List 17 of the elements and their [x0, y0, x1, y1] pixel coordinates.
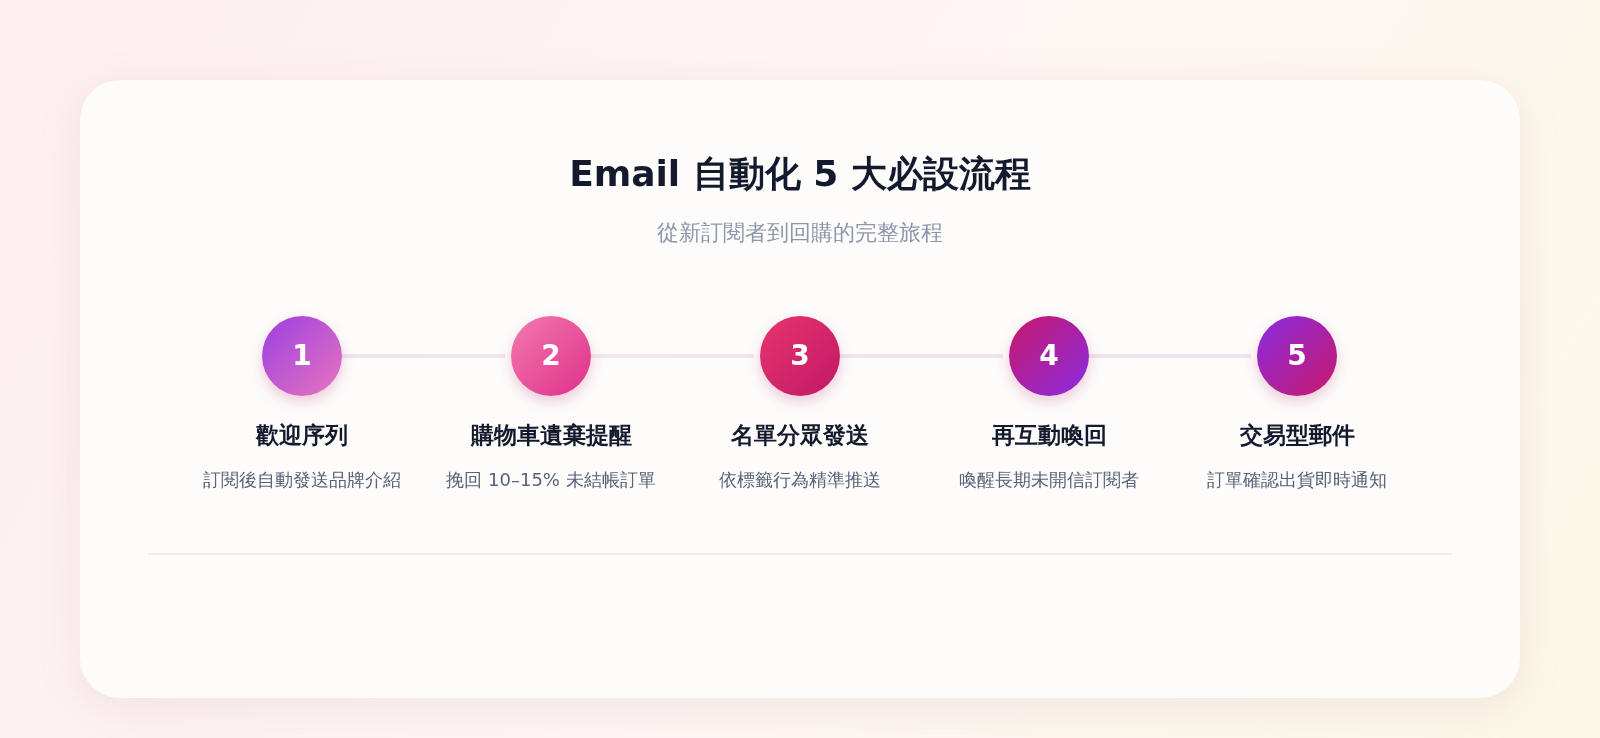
- step-number: 2: [540, 338, 562, 374]
- step-description: 訂閱後自動發送品牌介紹: [202, 468, 402, 492]
- step-description: 依標籤行為精準推送: [718, 468, 882, 492]
- step-heading: 再互動喚回: [990, 421, 1108, 450]
- step-description: 喚醒長期未開信訂閱者: [958, 468, 1140, 492]
- step-number: 3: [789, 338, 811, 374]
- title: Email 自動化 5 大必設流程: [568, 152, 1032, 196]
- subtitle: 從新訂閱者到回購的完整旅程: [656, 219, 944, 247]
- step-number: 1: [291, 338, 313, 374]
- step-number: 5: [1286, 338, 1308, 374]
- step-number: 4: [1038, 338, 1060, 374]
- step-heading: 購物車遺棄提醒: [469, 421, 633, 450]
- step-heading: 交易型郵件: [1238, 421, 1356, 450]
- step-heading: 名單分眾發送: [730, 421, 870, 450]
- step-description: 訂單確認出貨即時通知: [1206, 468, 1388, 492]
- step-description: 挽回 10–15% 未結帳訂單: [445, 468, 657, 492]
- step-heading: 歡迎序列: [255, 421, 349, 450]
